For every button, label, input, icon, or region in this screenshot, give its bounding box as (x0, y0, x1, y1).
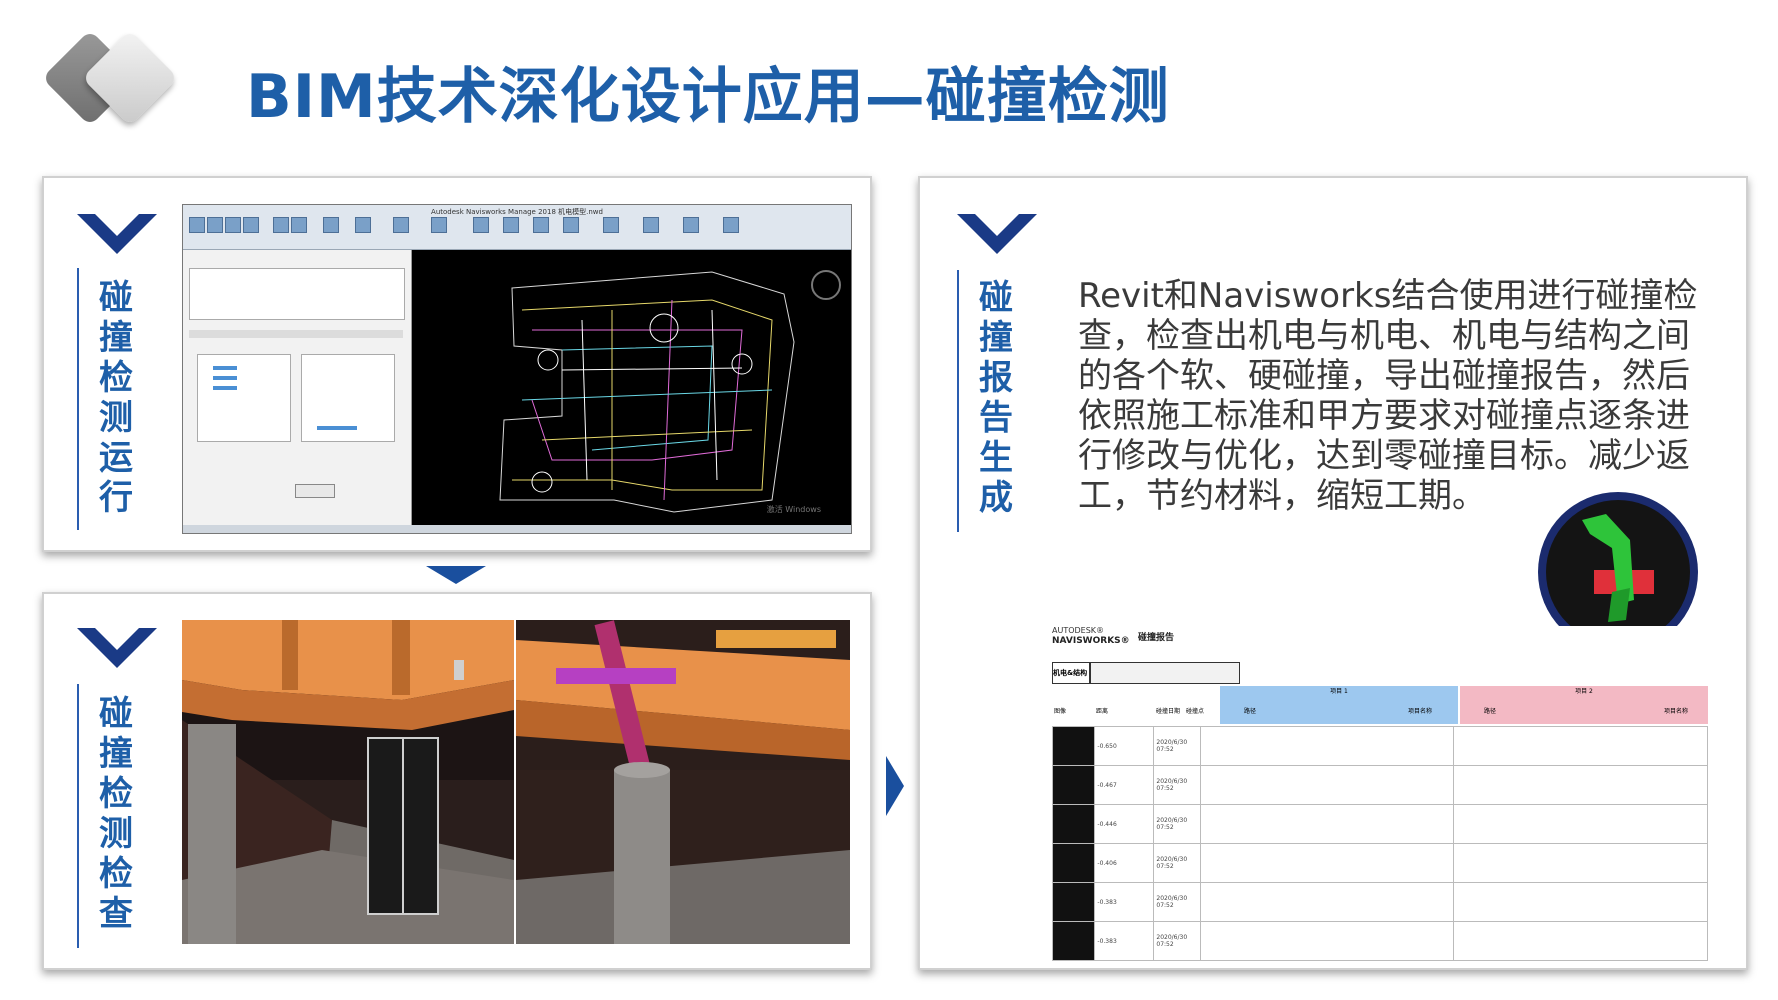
clash-callout (1538, 492, 1698, 652)
test-list[interactable] (189, 268, 405, 320)
row-date: 2020/6/30 07:52 (1153, 882, 1201, 922)
ribbon-button[interactable] (207, 217, 223, 233)
3d-viewport[interactable]: 激活 Windows (412, 250, 851, 525)
ribbon-button[interactable] (225, 217, 241, 233)
ribbon-button[interactable] (273, 217, 289, 233)
ribbon-button[interactable] (473, 217, 489, 233)
ribbon-button[interactable] (431, 217, 447, 233)
ribbon-button[interactable] (189, 217, 205, 233)
project2-label: 项目 2 (1575, 688, 1593, 695)
brand-line2: NAVISWORKS® (1052, 636, 1130, 646)
header-point: 碰撞点 (1186, 708, 1205, 715)
project2-name-label: 项目名称 (1664, 708, 1689, 715)
clash-table: -0.650 2020/6/30 07:52 -0.467 2020/6/30 … (1051, 726, 1708, 961)
ribbon-button[interactable] (503, 217, 519, 233)
status-bar (183, 525, 851, 533)
watermark-text: 激活 Windows (766, 505, 821, 514)
row-distance: -0.383 (1094, 882, 1155, 922)
row-distance: -0.406 (1094, 843, 1155, 883)
table-row: -0.383 2020/6/30 07:52 (1051, 921, 1708, 961)
project1-name-label: 项目名称 (1408, 708, 1433, 715)
tree-selection (213, 376, 237, 380)
clash-shapes (1582, 514, 1654, 622)
page-title: BIM技术深化设计应用—碰撞检测 (246, 62, 1170, 132)
chevron-down-icon (957, 214, 1037, 254)
viewcube-icon[interactable] (811, 270, 841, 300)
run-test-button[interactable] (295, 484, 335, 498)
ribbon-button[interactable] (563, 217, 579, 233)
row-distance: -0.446 (1094, 804, 1155, 844)
ribbon-toolbar: Autodesk Navisworks Manage 2018 机电模型.nwd (183, 205, 851, 250)
render-corridor-right (516, 620, 850, 944)
render-corridor-left (182, 620, 514, 944)
ribbon-button[interactable] (643, 217, 659, 233)
project2-path-label: 路径 (1484, 708, 1497, 715)
row-date: 2020/6/30 07:52 (1153, 921, 1201, 961)
project1-path-label: 路径 (1244, 708, 1257, 715)
divider-line (77, 268, 79, 530)
row-date: 2020/6/30 07:52 (1153, 804, 1201, 844)
project1-label: 项目 1 (1330, 688, 1348, 695)
panel-label-report: 碰撞报告生成 (979, 278, 1013, 518)
table-row: -0.650 2020/6/30 07:52 (1051, 726, 1708, 766)
floor-plan-model (499, 271, 795, 513)
column-headers: 图像 距离 碰撞日期 碰撞点 项目 1 路径 项目名称 项目 2 路径 项目名称 (1052, 686, 1712, 724)
brand-line1: AUTODESK® (1052, 626, 1105, 635)
row-distance: -0.467 (1094, 765, 1155, 805)
row-date: 2020/6/30 07:52 (1153, 726, 1201, 766)
table-row: -0.446 2020/6/30 07:52 (1051, 804, 1708, 844)
ribbon-button[interactable] (723, 217, 739, 233)
chevron-down-icon (77, 628, 157, 668)
tree-selection (213, 366, 237, 370)
divider-line (77, 684, 79, 948)
ribbon-button[interactable] (323, 217, 339, 233)
ribbon-button[interactable] (393, 217, 409, 233)
description-text: Revit和Navisworks结合使用进行碰撞检查，检查出机电与机电、机电与结… (1078, 276, 1698, 516)
ribbon-button[interactable] (355, 217, 371, 233)
table-row: -0.383 2020/6/30 07:52 (1051, 882, 1708, 922)
summary-table (1090, 662, 1240, 684)
clash-detail-image (1546, 500, 1690, 644)
tree-selection (213, 386, 237, 390)
logo-icon (40, 28, 190, 128)
panel-label-check: 碰撞检测检查 (99, 694, 133, 934)
panel-collision-run: 碰撞检测运行 Autodesk Navisworks Manage 2018 机… (42, 176, 872, 552)
report-title: 碰撞报告 (1138, 633, 1175, 643)
row-distance: -0.383 (1094, 921, 1155, 961)
row-date: 2020/6/30 07:52 (1153, 765, 1201, 805)
table-row: -0.467 2020/6/30 07:52 (1051, 765, 1708, 805)
header-image: 图像 (1054, 708, 1067, 715)
chevron-down-icon (77, 214, 157, 254)
ribbon-button[interactable] (603, 217, 619, 233)
clash-report-document: AUTODESK® NAVISWORKS® 碰撞报告 机电&结构 图像 距离 碰… (1051, 626, 1712, 961)
corridor-scene (182, 620, 514, 944)
row-distance: -0.650 (1094, 726, 1155, 766)
tree-selection (317, 426, 357, 430)
divider-line (957, 270, 959, 532)
header-distance: 距离 (1096, 708, 1109, 715)
arrow-down-icon (426, 566, 486, 584)
arrow-right-icon (886, 756, 904, 816)
header-date: 碰撞日期 (1156, 708, 1181, 715)
clash-detective-panel (183, 250, 412, 525)
duct-scene (516, 620, 850, 944)
selection-a-tree[interactable] (197, 354, 291, 442)
window-title: Autodesk Navisworks Manage 2018 机电模型.nwd (431, 208, 603, 216)
row-date: 2020/6/30 07:52 (1153, 843, 1201, 883)
ribbon-button[interactable] (243, 217, 259, 233)
ribbon-button[interactable] (533, 217, 549, 233)
summary-label: 机电&结构 (1052, 662, 1090, 684)
navisworks-screenshot: Autodesk Navisworks Manage 2018 机电模型.nwd (182, 204, 852, 534)
ribbon-button[interactable] (683, 217, 699, 233)
table-row: -0.406 2020/6/30 07:52 (1051, 843, 1708, 883)
panel-collision-check: 碰撞检测检查 (42, 592, 872, 970)
panel-label-run: 碰撞检测运行 (99, 278, 133, 518)
project2-header: 项目 2 路径 项目名称 (1460, 686, 1708, 724)
tab-row[interactable] (189, 330, 403, 338)
ribbon-button[interactable] (291, 217, 307, 233)
project1-header: 项目 1 路径 项目名称 (1220, 686, 1458, 724)
